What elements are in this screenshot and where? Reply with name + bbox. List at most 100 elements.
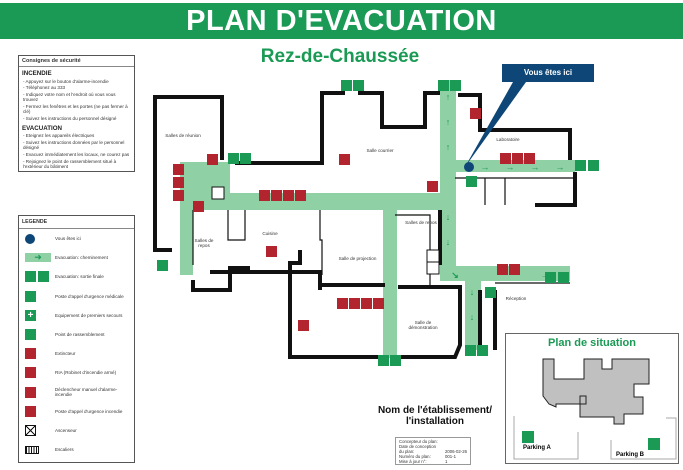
plan-info-label: Date de conception [399,444,437,449]
safety-instructions-panel: Consignes de sécurité INCENDIE- Appuyez … [18,55,135,172]
assembly-point-icon [25,329,55,341]
evacuation-arrow-icon: ↓ [446,237,451,247]
legend-label: Poste d'appel d'urgence incendie [55,408,123,414]
fire-extinguisher-icon [427,181,438,192]
emergency-exit-icon [575,160,586,171]
fire-extinguisher-icon [207,154,218,165]
plan-info-value: 2006-02-26 [445,449,467,454]
legend-label: Ascenseur [55,427,77,433]
page-title: PLAN D'EVACUATION [0,3,683,39]
evacuation-path-arrow: ➜ [25,253,55,263]
first-aid-icon [466,176,477,187]
site-plan-title: Plan de situation [547,337,636,349]
legend-label: Poste d'appel d'urgence médicale [55,293,124,299]
legend-label: Equipement de premiers secours [55,312,123,318]
fire-phone-icon [361,298,372,309]
assembly-point-icon [648,438,660,450]
corridor [440,80,456,280]
legend-item: Poste d'appel d'urgence incendie [19,402,134,421]
fire-extinguisher-icon [25,348,55,360]
instructions-section-title: EVACUATION [22,124,62,132]
fire-alarm-icon [259,190,270,201]
legend-label: Point de rassemblement [55,332,105,338]
plan-info-value: 1 [445,459,448,464]
instruction-item: - Rejoignez le point de rassemblement si… [23,158,117,169]
legend-panel: LEGENDE Vous êtes ici➜Evacuation: chemin… [18,215,135,463]
fire-alarm-icon [337,298,348,309]
fire-alarm-icon [497,264,508,275]
fire-hose-icon [349,298,360,309]
legend-item: Point de rassemblement [19,325,134,344]
assembly-point-icon [522,431,534,443]
legend-item: ➜Evacuation: cheminement [19,248,134,267]
legend-item: Escaliers [19,440,134,459]
room-label: Laboratoire [496,137,520,142]
elevators [211,186,440,275]
emergency-exit-icon [545,272,556,283]
fire-phone-icon [173,190,184,201]
plan-info-row: Mise à jour n°:1 [399,459,467,464]
elevator-icon [426,249,440,263]
floor-title: Rez-de-Chaussée [260,46,420,67]
room-label: Cuisine [262,231,278,236]
you-are-here-dot [25,233,55,244]
evacuation-arrow-icon: → [481,162,490,172]
instruction-item: - Suivez les instructions du personnel d… [23,115,117,121]
parking-b-label: Parking B [616,452,645,458]
plan-info-row: du plan:2006-02-26 [399,449,467,454]
legend-label: Evacuation: cheminement [55,255,108,261]
corridor [180,195,193,275]
instruction-item: - Téléphonez au 333 [23,85,66,91]
instruction-item: - Indiquez votre nom et l'endroit où vou… [23,91,116,103]
emergency-exit-icon [228,153,239,164]
legend-item: Ascenseur [19,421,134,440]
first-aid-icon: + [25,309,55,321]
legend-item: Extincteur [19,344,134,363]
emergency-exit-icon [157,260,168,271]
legend-label: Extincteur [55,351,76,357]
legend-item: Déclencheur manuel d'alarme-incendie [19,383,134,402]
walls [153,91,577,359]
corridor [455,160,575,172]
fire-extinguisher-icon [173,164,184,175]
emergency-exit-icon [353,80,364,91]
safety-instructions-title: Consignes de sécurité [19,56,134,67]
emergency-exit-icon [240,153,251,164]
elevator-icon [426,261,440,275]
medical-phone-icon [485,287,496,298]
legend-label: Déclencheur manuel d'alarme-incendie [54,387,118,398]
plan-info-label: Numéro du plan: [399,454,431,459]
emergency-exit-icon [588,160,599,171]
evacuation-arrow-icon: → [531,162,540,172]
fire-extinguisher-icon [295,190,306,201]
fire-alarm-icon [25,386,55,398]
plan-info-row: Date de conception [399,444,467,449]
corridor [183,193,455,210]
evacuation-arrow-icon: ↓ [470,287,475,297]
evacuation-arrow-icon: ↓ [470,312,475,322]
corridor [383,208,397,358]
room-label: Salle courrier [366,148,394,153]
emergency-exit-icon [558,272,569,283]
evacuation-arrow-icon: ↓ [446,212,451,222]
parking-a-area [513,416,579,460]
room-label: Salle de démonstration [408,320,438,331]
legend-label: Escaliers [55,447,74,453]
evacuation-arrow-icon: ↘ [451,270,459,280]
evacuation-arrow-icon: ↑ [446,142,451,152]
parking-a-label: Parking A [523,445,551,451]
evacuation-corridors [180,80,575,358]
legend-label: Evacuation: sortie finale [55,274,104,280]
callout-pointer [465,82,526,167]
fire-extinguisher-icon [500,153,511,164]
emergency-exit-icon [438,80,449,91]
fire-phone-icon [283,190,294,201]
site-plan-map [513,358,677,460]
stairs-icon [25,445,55,454]
instruction-item: - Evacuez immédiatement les locaux, ne c… [23,151,130,157]
plan-info-row: Concepteur du plan: [399,439,467,444]
medical-phone-icon [25,290,55,302]
evacuation-arrow-icon: ↑ [446,117,451,127]
emergency-exit-icon [341,80,352,91]
